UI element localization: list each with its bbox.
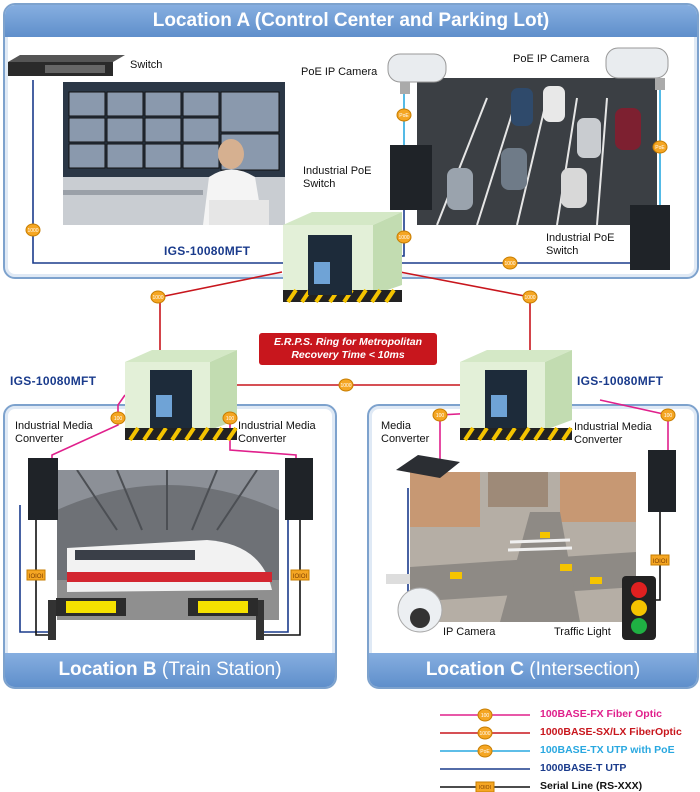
legend-label: Serial Line (RS-XXX): [540, 780, 643, 792]
traffic-light-label: Traffic Light: [554, 626, 611, 638]
igs-top-label: IGS-10080MFT: [164, 244, 251, 258]
svg-text:IOIOI: IOIOI: [479, 785, 491, 791]
serial-lines: [35, 510, 661, 636]
link-badge-poe: PoE: [396, 108, 412, 122]
industrial-media-converter-c: [648, 450, 676, 512]
industrial-media-converter-b2-label: Industrial Media Converter: [238, 420, 316, 445]
media-converter-c: [396, 455, 460, 478]
legend-badge: 1000: [477, 726, 493, 740]
legend-label: 1000BASE-SX/LX FiberOptic: [540, 726, 682, 738]
intersection-photo: [410, 472, 636, 622]
location-a-title: Location A (Control Center and Parking L…: [5, 5, 697, 37]
svg-text:IOIOI: IOIOI: [653, 559, 668, 565]
svg-text:PoE: PoE: [399, 113, 409, 119]
igs-top-cube: [283, 212, 402, 304]
industrial-media-converter-b1-label: Industrial Media Converter: [15, 420, 93, 445]
igs-left-label: IGS-10080MFT: [10, 374, 97, 388]
svg-text:PoE: PoE: [480, 749, 490, 755]
svg-text:100: 100: [114, 416, 123, 422]
industrial-poe-switch-1: [390, 145, 432, 210]
parking-lot-photo: [417, 78, 657, 225]
barrier-left: [48, 598, 126, 640]
erps-ring-banner: E.R.P.S. Ring for Metropolitan Recovery …: [259, 333, 437, 365]
poe-camera-2-label: PoE IP Camera: [513, 53, 590, 65]
legend-label: 100BASE-TX UTP with PoE: [540, 744, 675, 756]
industrial-media-converter-b2: [285, 458, 313, 520]
link-badge-b100: 100: [110, 411, 126, 425]
location-c-title-main: Location C: [425, 659, 524, 680]
legend-badge: IOIOI: [475, 781, 495, 792]
serial-badge: IOIOI: [650, 554, 670, 566]
svg-text:IOIOI: IOIOI: [293, 574, 308, 580]
poe-camera-1: [387, 53, 447, 94]
igs-right-label: IGS-10080MFT: [577, 374, 664, 388]
serial-badge: IOIOI: [26, 569, 46, 581]
industrial-media-converter-c-label: Industrial Media Converter: [574, 421, 652, 446]
svg-text:1000: 1000: [504, 261, 515, 267]
traffic-light: [622, 576, 656, 640]
svg-text:100: 100: [664, 413, 673, 419]
media-converter-c-label: Media Converter: [381, 420, 430, 445]
link-badge-poe: PoE: [652, 140, 668, 154]
svg-text:100: 100: [481, 713, 490, 719]
legend-badge: 100: [477, 708, 493, 722]
serial-badge: IOIOI: [290, 569, 310, 581]
ip-dome-camera: [386, 574, 443, 633]
industrial-poe-switch-2: [630, 205, 670, 270]
location-b-title-sub: (Train Station): [161, 659, 282, 680]
svg-text:100: 100: [436, 413, 445, 419]
svg-text:1000: 1000: [479, 731, 490, 737]
link-badge-b100: 100: [432, 408, 448, 422]
poe-camera-2: [605, 47, 669, 90]
svg-text:PoE: PoE: [655, 145, 665, 151]
industrial-media-converter-b1: [28, 458, 58, 520]
control-center-photo: [63, 82, 285, 225]
switch-device: [8, 55, 125, 76]
svg-text:1000: 1000: [524, 295, 535, 301]
switch-label: Switch: [130, 59, 163, 71]
link-badge-b100: 100: [222, 411, 238, 425]
svg-text:1000: 1000: [27, 228, 38, 234]
svg-text:1000: 1000: [340, 383, 351, 389]
location-b-title-main: Location B: [58, 659, 157, 680]
link-badge-b1000: 1000: [522, 290, 538, 304]
ip-camera-label: IP Camera: [443, 626, 496, 638]
svg-text:1000: 1000: [398, 235, 409, 241]
erps-line-2: Recovery Time < 10ms: [291, 349, 405, 361]
svg-text:100: 100: [226, 416, 235, 422]
link-badges: 1000 1000 1000 1000 1000 1000 PoE PoE 100 100 100 1…: [25, 108, 676, 581]
link-badge-b1000: 1000: [338, 378, 354, 392]
link-badge-b1000: 1000: [150, 290, 166, 304]
legend-label: 100BASE-FX Fiber Optic: [540, 708, 662, 720]
poe-lines: [403, 85, 661, 205]
svg-text:1000: 1000: [152, 295, 163, 301]
industrial-poe-switch-1-label: Industrial PoE Switch: [303, 165, 372, 190]
link-badge-b1000: 1000: [502, 256, 518, 270]
igs-right-cube: [460, 350, 573, 442]
legend-label: 1000BASE-T UTP: [540, 762, 627, 774]
location-c-title: Location C (Intersection): [369, 653, 697, 687]
link-badge-b1000: 1000: [396, 230, 412, 244]
industrial-poe-switch-2-label: Industrial PoE Switch: [546, 232, 615, 257]
erps-line-1: E.R.P.S. Ring for Metropolitan: [274, 336, 422, 348]
location-b-title: Location B (Train Station): [5, 653, 335, 687]
poe-camera-1-label: PoE IP Camera: [301, 66, 378, 78]
link-badge-b100: 100: [660, 408, 676, 422]
barrier-right: [188, 598, 264, 640]
svg-text:IOIOI: IOIOI: [29, 574, 44, 580]
legend-badge: PoE: [477, 744, 493, 758]
link-badge-b1000: 1000: [25, 223, 41, 237]
location-c-title-sub: (Intersection): [529, 659, 641, 680]
igs-left-cube: [125, 350, 238, 442]
